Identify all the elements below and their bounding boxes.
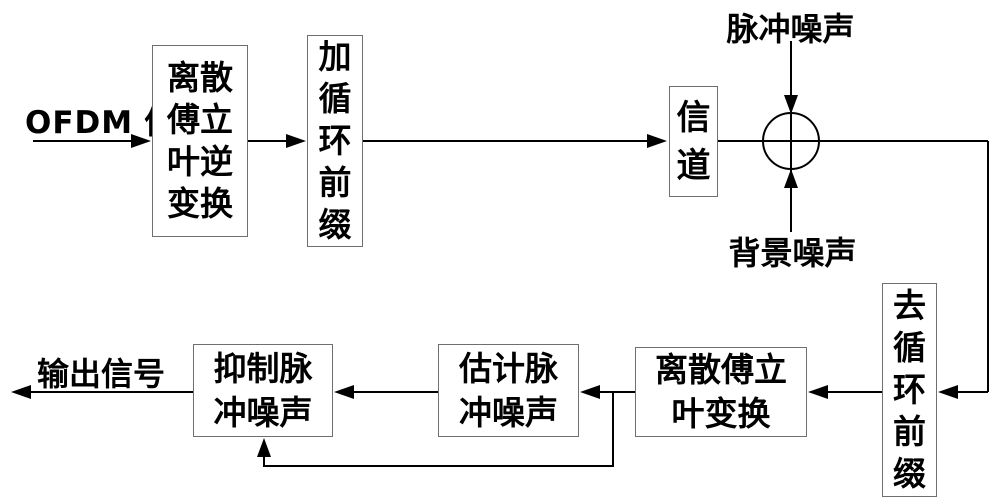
channel-box-line: 道 bbox=[676, 145, 711, 186]
ofdm-input-label: OFDM 信号 bbox=[25, 104, 208, 142]
arrowhead-into-dft bbox=[808, 385, 828, 399]
idft-box: 离散 傅立 叶逆 变换 bbox=[152, 45, 248, 237]
line-feedback-path bbox=[263, 392, 614, 467]
arrowhead-impulse-down bbox=[784, 95, 798, 114]
dft-box-line: 离散傅立 bbox=[655, 350, 787, 389]
add-cyclic-prefix-box: 加 循 环 前 缀 bbox=[307, 35, 363, 247]
arrowhead-into-estimate bbox=[580, 385, 600, 399]
output-signal-label: 输出信号 bbox=[21, 349, 181, 395]
channel-box-line: 信 bbox=[676, 97, 711, 138]
arrowhead-output-left bbox=[11, 385, 31, 399]
dft-box-line: 叶变换 bbox=[671, 394, 771, 433]
estimate-box-line: 冲噪声 bbox=[459, 392, 558, 432]
idft-box-line: 变换 bbox=[167, 184, 233, 223]
idft-box-line: 傅立 bbox=[167, 100, 233, 139]
arrowhead-into-removecp bbox=[938, 385, 958, 399]
arrowhead-into-suppress bbox=[334, 385, 354, 399]
add-cp-box-line: 缀 bbox=[318, 205, 352, 244]
impulse-noise-label: 脉冲噪声 bbox=[703, 4, 878, 50]
remove-cp-box-line: 前 bbox=[893, 412, 926, 451]
arrowhead-feedback-up bbox=[257, 438, 271, 457]
arrowhead-background-up bbox=[784, 169, 798, 188]
remove-cp-box-line: 缀 bbox=[893, 454, 926, 493]
idft-box-line: 叶逆 bbox=[167, 142, 233, 181]
suppress-impulse-noise-box: 抑制脉 冲噪声 bbox=[193, 344, 333, 437]
arrowhead-into-idft bbox=[131, 134, 151, 148]
arrowhead-into-channel bbox=[647, 134, 667, 148]
idft-box-line: 离散 bbox=[167, 58, 233, 97]
arrowhead-into-addcp bbox=[286, 134, 306, 148]
output-signal-text: 输出信号 bbox=[36, 355, 165, 393]
remove-cp-box-line: 循 bbox=[893, 328, 926, 367]
background-noise-text: 背景噪声 bbox=[728, 234, 857, 272]
add-cp-box-line: 加 bbox=[318, 37, 352, 76]
channel-box: 信 道 bbox=[669, 86, 718, 197]
add-cp-box-line: 前 bbox=[318, 163, 352, 202]
suppress-box-line: 冲噪声 bbox=[213, 392, 313, 432]
ofdm-input-label-line1: OFDM bbox=[25, 105, 134, 141]
suppress-box-line: 抑制脉 bbox=[213, 348, 313, 388]
dft-box: 离散傅立 叶变换 bbox=[635, 347, 807, 437]
remove-cp-box-line: 去 bbox=[893, 286, 926, 325]
impulse-noise-text: 脉冲噪声 bbox=[726, 10, 855, 48]
background-noise-label: 背景噪声 bbox=[705, 228, 880, 274]
add-cp-box-line: 循 bbox=[318, 79, 352, 118]
remove-cp-box-line: 环 bbox=[893, 370, 926, 409]
estimate-box-line: 估计脉 bbox=[459, 348, 558, 388]
add-cp-box-line: 环 bbox=[318, 121, 352, 160]
remove-cyclic-prefix-box: 去 循 环 前 缀 bbox=[882, 283, 937, 497]
estimate-impulse-noise-box: 估计脉 冲噪声 bbox=[438, 344, 579, 437]
